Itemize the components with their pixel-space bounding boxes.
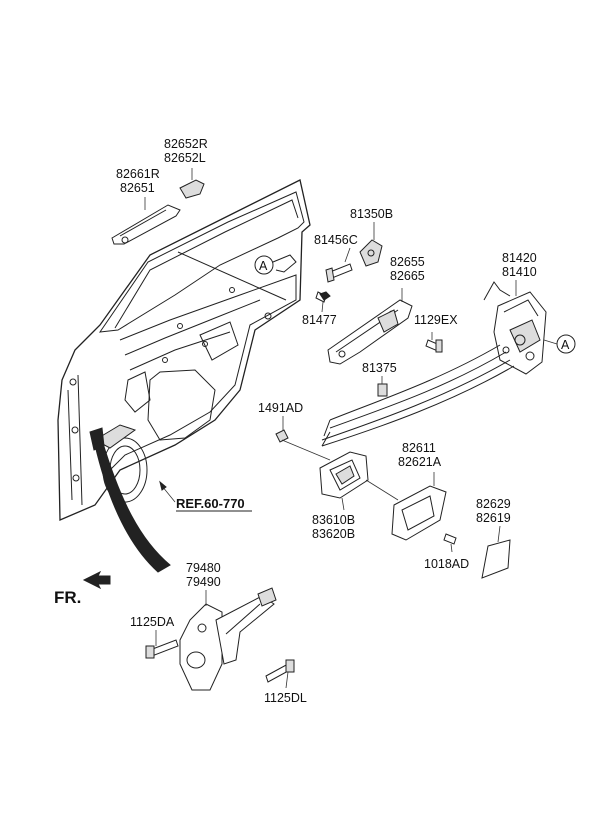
label-81375: 81375 [362, 361, 397, 375]
inside-handle-83610b [319, 451, 369, 511]
label-81350b: 81350B [350, 207, 393, 221]
label-79480: 79480 [186, 561, 221, 575]
part-labels: 82652R 82652L 82661R 82651 81350B 81456C… [116, 137, 537, 705]
label-82621a: 82621A [398, 455, 442, 469]
door-panel [57, 179, 311, 521]
ref-label: REF.60-770 [176, 496, 245, 511]
label-82652l: 82652L [164, 151, 206, 165]
screw-1018ad [443, 533, 457, 553]
label-81477: 81477 [302, 313, 337, 327]
outside-handle-cover [179, 168, 205, 199]
screw-81456c [325, 247, 353, 283]
label-81410: 81410 [502, 265, 537, 279]
label-83610b: 83610B [312, 513, 355, 527]
handle-frame-82655 [327, 288, 413, 365]
bolt-1125dl [265, 659, 295, 689]
label-83620b: 83620B [312, 527, 355, 541]
ref-callout: REF.60-770 [159, 480, 252, 512]
door-latch-81420 [483, 280, 547, 375]
front-label: FR. [54, 588, 81, 607]
label-1129ex: 1129EX [414, 313, 458, 327]
escutcheon-82611 [391, 472, 447, 541]
label-82652r: 82652R [164, 137, 208, 151]
cover-82629 [481, 525, 511, 579]
label-82661r: 82661R [116, 167, 160, 181]
latch-cables [321, 344, 515, 447]
callout-a-letter: A [259, 259, 268, 273]
label-1018ad: 1018AD [424, 557, 469, 571]
label-82651: 82651 [120, 181, 155, 195]
label-1125dl: 1125DL [264, 691, 307, 705]
bolt-1125da [145, 630, 179, 659]
label-1125da: 1125DA [130, 615, 175, 629]
bracket-81350b [359, 222, 383, 267]
bolt-81477 [315, 291, 331, 313]
label-82629: 82629 [476, 497, 511, 511]
clip-1491ad [275, 416, 289, 443]
outside-handle [111, 197, 181, 245]
callout-a-letter-right: A [561, 338, 570, 352]
label-81420: 81420 [502, 251, 537, 265]
label-81456c: 81456C [314, 233, 358, 247]
label-82611: 82611 [402, 441, 436, 455]
front-indicator: FR. [54, 570, 111, 607]
door-checker-79480 [179, 587, 277, 691]
label-82665: 82665 [390, 269, 425, 283]
label-1491ad: 1491AD [258, 401, 303, 415]
clip-81375 [377, 376, 388, 397]
callout-a-right: A [543, 334, 576, 354]
label-82619: 82619 [476, 511, 511, 525]
wiring-harness [94, 439, 171, 573]
callout-a-left: A [254, 254, 297, 275]
label-82655: 82655 [390, 255, 425, 269]
label-79490: 79490 [186, 575, 221, 589]
bolt-1129ex [425, 332, 443, 353]
